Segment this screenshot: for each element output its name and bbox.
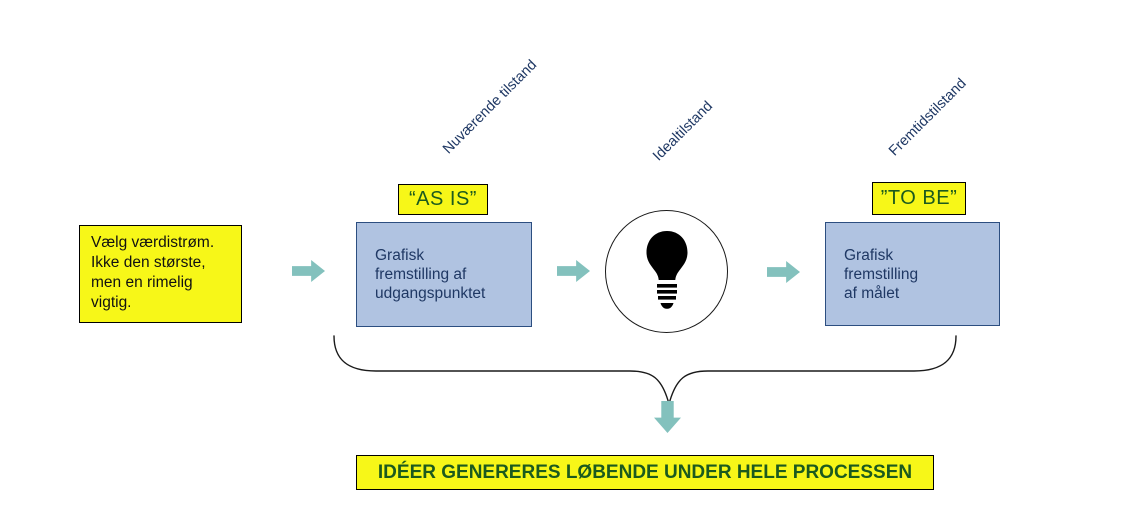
right-arrow-icon <box>292 260 325 282</box>
future-state-rotated-label: Fremtidstilstand <box>885 75 970 160</box>
ideas-banner: IDÉER GENERERES LØBENDE UNDER HELE PROCE… <box>356 455 934 490</box>
right-arrow-icon <box>767 261 800 283</box>
left-note-box: Vælg værdistrøm. Ikke den største, men e… <box>79 225 242 323</box>
ideal-state-circle <box>605 210 728 333</box>
ideal-state-rotated-label: Idealtilstand <box>649 98 717 165</box>
curly-brace <box>333 335 957 407</box>
current-state-box: Grafisk fremstilling af udgangspunktet <box>356 222 532 327</box>
current-state-rotated-label: Nuværende tilstand <box>439 57 541 158</box>
future-state-box: Grafisk fremstilling af målet <box>825 222 1000 326</box>
lightbulb-icon <box>646 230 687 309</box>
as-is-label: “AS IS” <box>398 184 488 215</box>
to-be-label: ”TO BE” <box>872 182 966 215</box>
right-arrow-icon <box>557 260 590 282</box>
